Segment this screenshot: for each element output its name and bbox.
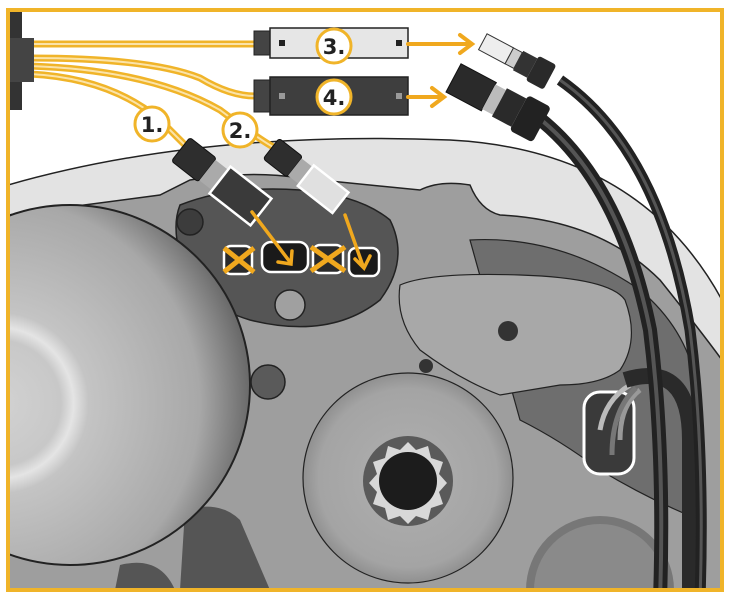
screw-boss bbox=[250, 364, 286, 400]
port-blocked-1 bbox=[222, 244, 256, 276]
screw-boss bbox=[274, 289, 306, 321]
screw-boss bbox=[176, 208, 204, 236]
housing-foot bbox=[180, 506, 270, 590]
port-target-2 bbox=[347, 246, 381, 278]
label-1: 1. bbox=[133, 105, 171, 143]
spline-shaft bbox=[363, 436, 453, 526]
screw-hole bbox=[498, 321, 518, 341]
connector-2 bbox=[263, 138, 351, 215]
grommet-wire bbox=[597, 382, 632, 431]
svg-text:4.: 4. bbox=[323, 86, 346, 110]
insert-arrow-2 bbox=[343, 213, 372, 271]
arrow-4 bbox=[406, 86, 448, 108]
grommet-wire bbox=[617, 388, 642, 441]
housing-foot bbox=[115, 562, 175, 590]
insert-arrow-1 bbox=[250, 210, 294, 267]
label-3: 3. bbox=[315, 27, 353, 65]
black-cable-loop bbox=[622, 368, 698, 590]
bearing-cover bbox=[526, 516, 674, 590]
bundle-sleeve bbox=[8, 38, 34, 82]
port-blocked-2 bbox=[309, 243, 347, 275]
motor-dome bbox=[8, 204, 251, 566]
arrow-3 bbox=[406, 33, 476, 55]
cable-bundle bbox=[26, 40, 279, 152]
svg-text:2.: 2. bbox=[229, 119, 252, 143]
connector-1 bbox=[172, 138, 274, 228]
grommet-wire bbox=[609, 386, 638, 456]
svg-text:3.: 3. bbox=[323, 35, 346, 59]
plug-3 bbox=[477, 33, 556, 89]
label-4: 4. bbox=[315, 78, 353, 116]
screw-hole bbox=[419, 359, 433, 373]
frame-border bbox=[6, 8, 724, 592]
svg-text:1.: 1. bbox=[141, 113, 164, 137]
label-2: 2. bbox=[221, 111, 259, 149]
plug-4 bbox=[445, 63, 550, 142]
